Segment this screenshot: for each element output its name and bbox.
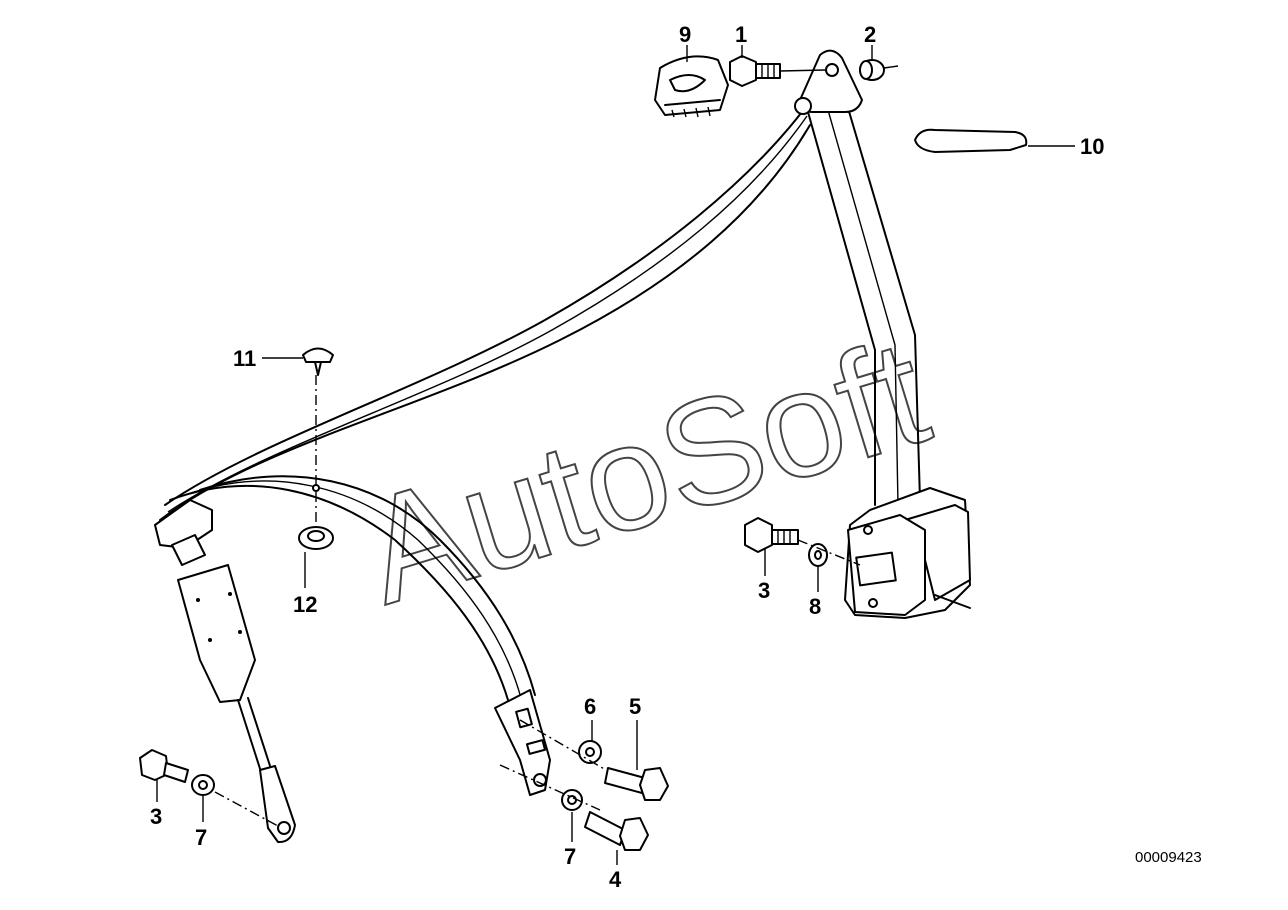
- bolt-3-left: [139, 749, 189, 783]
- lap-belt-anchor-fitting: [494, 689, 551, 796]
- nut-6: [578, 740, 602, 764]
- washer-8: [808, 543, 828, 567]
- callout-9: 9: [679, 22, 691, 47]
- callout-11: 11: [233, 346, 256, 371]
- cap: [302, 347, 334, 376]
- spacer-2: [859, 59, 899, 81]
- callout-8: 8: [809, 594, 821, 619]
- callout-3-left: 3: [150, 804, 162, 829]
- cover-strip: [914, 128, 1028, 153]
- callout-4: 4: [609, 867, 622, 892]
- assembly-axes: [214, 375, 861, 827]
- callout-7-right: 7: [564, 844, 576, 869]
- washer-7-left: [191, 774, 215, 796]
- callout-1: 1: [735, 22, 747, 47]
- bolt-3-retractor: [744, 517, 799, 553]
- callouts: 1 2 3 3 4 5 6 7 7 8 9 10 11 12: [150, 22, 1104, 892]
- bolt-5: [604, 767, 669, 801]
- washer-7-right: [561, 789, 583, 811]
- callout-10: 10: [1080, 134, 1104, 159]
- callout-7-left: 7: [195, 825, 207, 850]
- document-number: 00009423: [1135, 849, 1202, 866]
- retractor-strap: [807, 107, 921, 506]
- callout-12: 12: [293, 592, 317, 617]
- buckle-tongue: [154, 499, 213, 566]
- retractor-housing: [844, 487, 971, 619]
- lap-belt: [169, 475, 536, 701]
- callout-6: 6: [584, 694, 596, 719]
- leader-lines: [156, 45, 1075, 865]
- upper-anchor-plate: [794, 49, 863, 115]
- callout-5: 5: [629, 694, 641, 719]
- callout-2: 2: [864, 22, 876, 47]
- callout-3-retractor: 3: [758, 578, 770, 603]
- bolt-1: [729, 55, 826, 87]
- shoulder-belt: [159, 107, 811, 521]
- trim-cover: [654, 55, 729, 118]
- bolt-4: [584, 811, 649, 851]
- buckle-assembly: [177, 564, 296, 844]
